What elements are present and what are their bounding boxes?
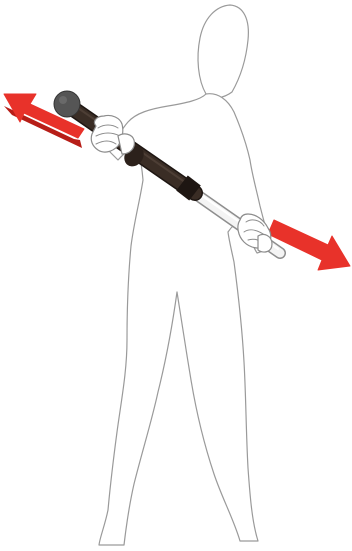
right-hand: [238, 214, 272, 252]
bar-end-knob: [54, 91, 80, 117]
arrow-down-right-icon: [268, 220, 350, 270]
bar-collar: [182, 183, 195, 193]
figure-head: [198, 5, 248, 98]
human-figure: [99, 5, 272, 545]
